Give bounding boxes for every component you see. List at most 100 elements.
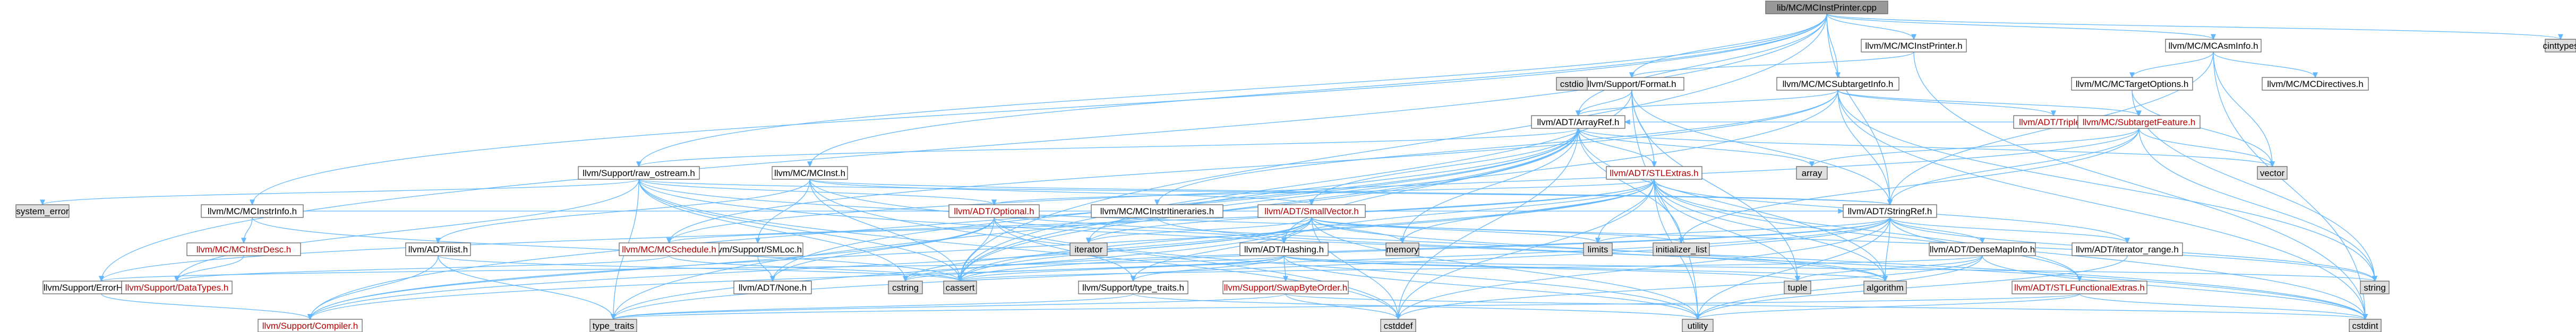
- node-mcinstrdesc[interactable]: llvm/MC/MCInstrDesc.h: [186, 242, 301, 256]
- edge-line: [669, 90, 1838, 243]
- node-box: [2349, 319, 2382, 332]
- node-stlfunctionalextras[interactable]: llvm/ADT/STLFunctionalExtras.h: [2012, 281, 2147, 294]
- edge-arrowhead: [1595, 238, 1601, 244]
- node-iterator[interactable]: iterator: [1069, 242, 1108, 256]
- edge-subtargetfeature-to-array: [1809, 128, 2139, 168]
- node-stringref[interactable]: llvm/ADT/StringRef.h: [1843, 204, 1937, 218]
- node-label: llvm/MC/MCInstrItineraries.h: [1100, 206, 1214, 216]
- node-iterator-range[interactable]: llvm/ADT/iterator_range.h: [2072, 242, 2183, 256]
- node-ilist[interactable]: llvm/ADT/ilist.h: [405, 242, 471, 256]
- node-initializer-list[interactable]: initializer_list: [1653, 242, 1710, 256]
- node-memory[interactable]: memory: [1385, 242, 1419, 256]
- edge-line: [1578, 128, 1682, 243]
- edge-line: [1697, 255, 2128, 320]
- edge-line: [1398, 128, 1579, 320]
- node-mcinstritineraries[interactable]: llvm/MC/MCInstrItineraries.h: [1091, 204, 1223, 218]
- node-none[interactable]: llvm/ADT/None.h: [733, 281, 812, 294]
- edge-line: [1826, 13, 1914, 40]
- node-box: [1796, 166, 1828, 180]
- edge-arrowhead: [2136, 110, 2142, 117]
- edge-arrowhead: [1281, 238, 1287, 244]
- node-box: [15, 204, 70, 218]
- node-type-traits[interactable]: type_traits: [589, 319, 637, 332]
- node-stlextras[interactable]: llvm/ADT/STLExtras.h: [1606, 166, 1702, 180]
- node-cstdio[interactable]: cstdio: [1556, 77, 1588, 91]
- node-mcinst[interactable]: llvm/MC/MCInst.h: [772, 166, 848, 180]
- node-box: [258, 319, 363, 332]
- edge-line: [310, 179, 1655, 320]
- node-root[interactable]: lib/MC/MCInstPrinter.cpp: [1765, 1, 1888, 14]
- node-string[interactable]: string: [2360, 281, 2390, 294]
- node-box: [578, 166, 700, 180]
- node-mcsubtargetinfo[interactable]: llvm/MC/MCSubtargetInfo.h: [1776, 77, 1899, 91]
- edge-line: [1826, 13, 1838, 78]
- node-box: [2545, 39, 2576, 53]
- node-label: llvm/ADT/None.h: [739, 283, 807, 293]
- edge-densemapinfo-to-cassert: [957, 255, 1983, 282]
- node-arrayref[interactable]: llvm/ADT/ArrayRef.h: [1531, 115, 1625, 129]
- node-format[interactable]: llvm/Support/Format.h: [1579, 77, 1684, 91]
- node-mcschedule[interactable]: llvm/MC/MCSchedule.h: [619, 242, 720, 256]
- node-label: cassert: [946, 283, 975, 293]
- node-vector[interactable]: vector: [2257, 166, 2288, 180]
- edge-arrowhead: [666, 238, 672, 244]
- node-cassert[interactable]: cassert: [943, 281, 977, 294]
- node-algorithm[interactable]: algorithm: [1863, 281, 1907, 294]
- node-utility[interactable]: utility: [1682, 319, 1714, 332]
- node-mcinstrinfo[interactable]: llvm/MC/MCInstrInfo.h: [201, 204, 304, 218]
- node-mcasminfo[interactable]: llvm/MC/MCAsmInfo.h: [2165, 39, 2262, 53]
- node-limits[interactable]: limits: [1583, 242, 1613, 256]
- node-tuple[interactable]: tuple: [1784, 281, 1811, 294]
- node-smallvector[interactable]: llvm/ADT/SmallVector.h: [1257, 204, 1366, 218]
- node-box: [948, 204, 1040, 218]
- node-swapbyteorder[interactable]: llvm/Support/SwapByteOrder.h: [1222, 281, 1349, 294]
- edge-arrowhead: [1838, 208, 1844, 214]
- edge-line: [1597, 217, 1890, 243]
- node-hashing[interactable]: llvm/ADT/Hashing.h: [1239, 242, 1329, 256]
- edge-line: [252, 13, 1827, 205]
- edge-root-to-mcasminfo: [1826, 13, 2216, 40]
- edge-hashing-to-string: [1283, 255, 2378, 282]
- node-box: [1929, 242, 2036, 256]
- edge-densemapinfo-to-tuple: [1794, 255, 1983, 282]
- node-label: llvm/MC/MCInstrDesc.h: [196, 244, 292, 255]
- node-label: cstdio: [1560, 79, 1584, 89]
- node-array[interactable]: array: [1796, 166, 1828, 180]
- edge-hashing-to-swapbyteorder: [1282, 255, 1289, 282]
- edge-arrowhead: [39, 199, 46, 206]
- node-label: llvm/ADT/Optional.h: [954, 206, 1034, 216]
- node-mctargetoptions[interactable]: llvm/MC/MCTargetOptions.h: [2071, 77, 2193, 91]
- node-compiler[interactable]: llvm/Support/Compiler.h: [258, 319, 363, 332]
- edge-arrowhead: [98, 276, 105, 282]
- node-datatypes[interactable]: llvm/Support/DataTypes.h: [121, 281, 233, 294]
- node-cinttypes[interactable]: cinttypes: [2543, 39, 2576, 53]
- node-box: [733, 281, 812, 294]
- node-cstring[interactable]: cstring: [888, 281, 923, 294]
- node-smloc[interactable]: llvm/Support/SMLoc.h: [712, 242, 803, 256]
- node-cstdint[interactable]: cstdint: [2349, 319, 2382, 332]
- node-label: llvm/Support/raw_ostream.h: [583, 168, 695, 178]
- node-box: [2072, 242, 2183, 256]
- node-label: iterator: [1075, 244, 1103, 255]
- edge-line: [176, 255, 670, 282]
- edge-line: [101, 179, 1655, 282]
- node-cstddef[interactable]: cstddef: [1380, 319, 1416, 332]
- node-mcdirectives[interactable]: llvm/MC/MCDirectives.h: [2262, 77, 2369, 91]
- node-optional[interactable]: llvm/ADT/Optional.h: [948, 204, 1040, 218]
- node-subtargetfeature[interactable]: llvm/MC/SubtargetFeature.h: [2077, 115, 2201, 129]
- edge-line: [1283, 128, 1579, 243]
- edge-line: [1578, 128, 1655, 167]
- edge-line: [669, 255, 961, 282]
- node-system-error[interactable]: system_error: [15, 204, 70, 218]
- edge-line: [1837, 90, 1890, 205]
- edge-line: [613, 293, 1134, 320]
- node-box: [1776, 77, 1899, 91]
- node-densemapinfo[interactable]: llvm/ADT/DenseMapInfo.h: [1929, 242, 2036, 256]
- node-raw-ostream[interactable]: llvm/Support/raw_ostream.h: [578, 166, 700, 180]
- edge-arrowhead: [610, 314, 617, 320]
- node-type-traits-llvm[interactable]: llvm/Support/type_traits.h: [1078, 281, 1188, 294]
- node-label: cinttypes: [2543, 41, 2576, 51]
- edge-arrowhead: [957, 276, 963, 282]
- node-mcinstprinter[interactable]: llvm/MC/MCInstPrinter.h: [1861, 39, 1967, 53]
